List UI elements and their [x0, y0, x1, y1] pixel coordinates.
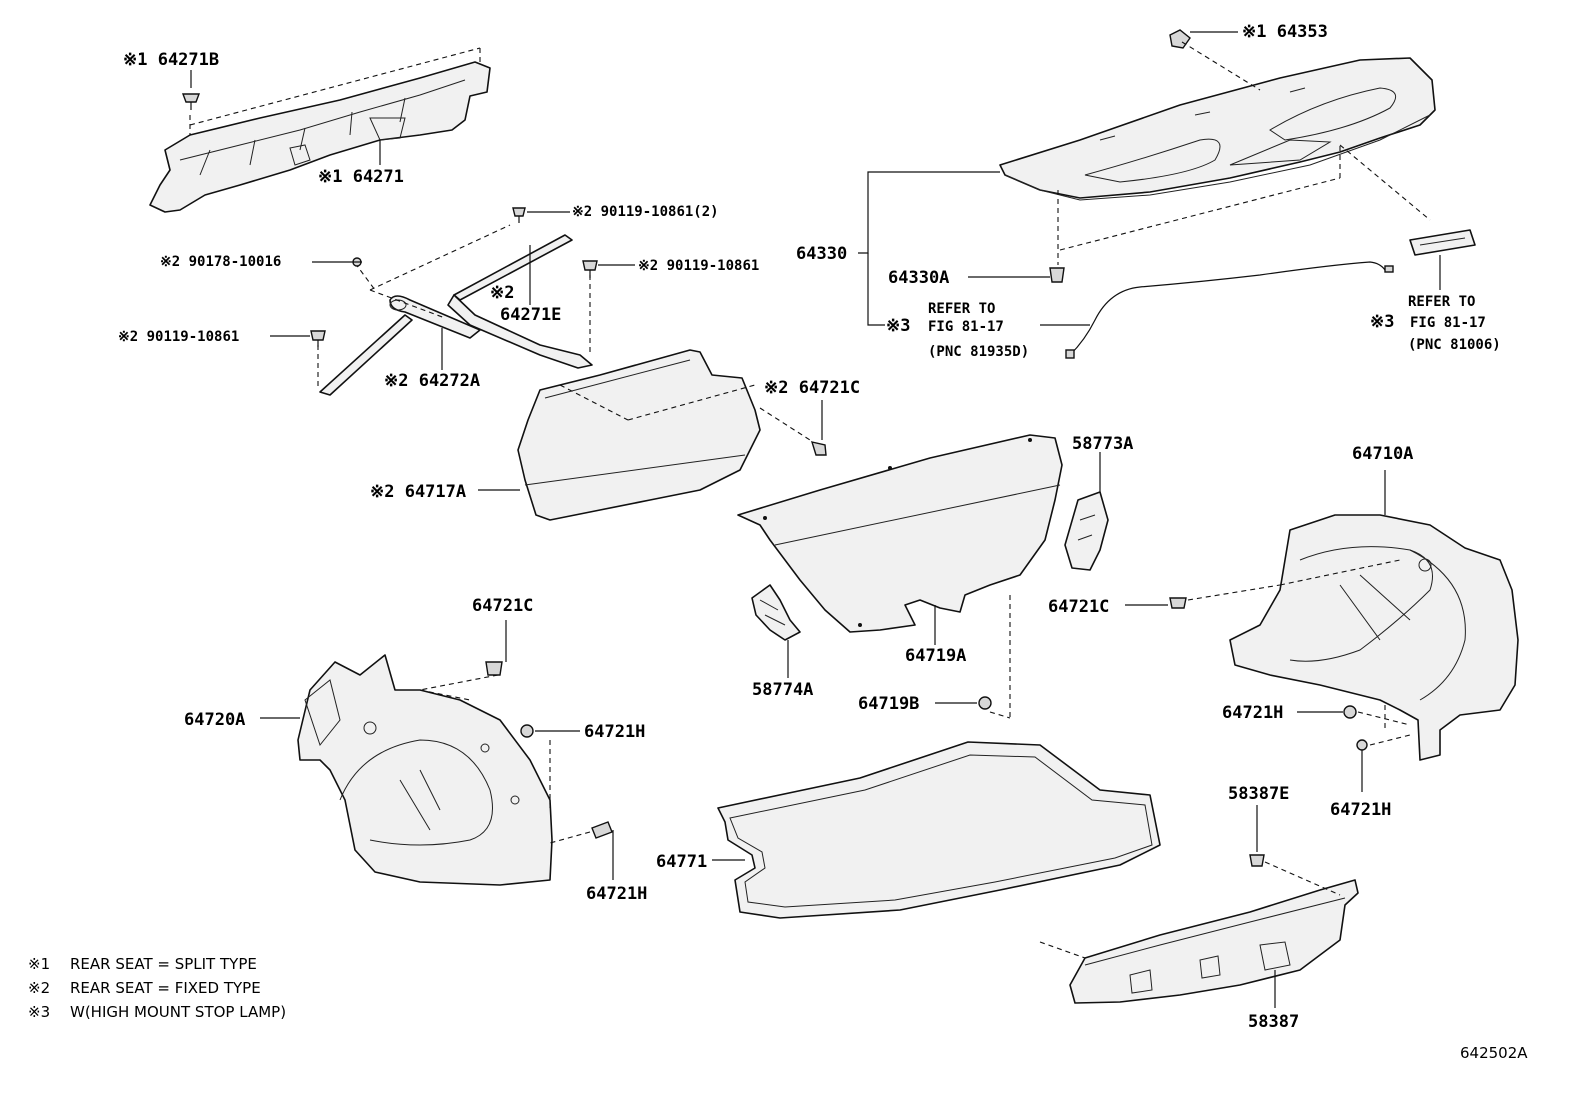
callout-64720A: 64720A [184, 710, 245, 730]
callout-64721H-left-2: 64721H [586, 884, 647, 904]
ref1-line3: (PNC 81935D) [928, 344, 1029, 360]
scuff-plate-58387 [1069, 879, 1359, 1004]
clip-64721H-left-1 [520, 724, 534, 738]
bolt-90119-10861-left [310, 330, 326, 347]
legend-text-3: W(HIGH MOUNT STOP LAMP) [70, 1003, 286, 1021]
ref2-line1: REFER TO [1408, 294, 1475, 310]
callout-64721C-right: 64721C [1048, 597, 1109, 617]
ref2-line3: (PNC 81006) [1408, 337, 1501, 353]
ref2-line2: FIG 81-17 [1410, 315, 1486, 331]
callout-90119-10861-right: ※2 90119-10861 [638, 258, 759, 274]
callout-90119-10861-2: ※2 90119-10861(2) [572, 204, 719, 220]
stop-lamp-81006 [1409, 229, 1476, 256]
callout-64717A: ※2 64717A [370, 482, 466, 502]
trunk-mat-64771 [717, 741, 1161, 919]
legend-text-2: REAR SEAT = FIXED TYPE [70, 979, 261, 997]
clip-64721H-right-1 [1343, 705, 1357, 719]
cover-64719A [737, 434, 1063, 633]
callout-64719A: 64719A [905, 646, 966, 666]
callout-64271: ※1 64271 [318, 167, 404, 187]
callout-64272A: ※2 64272A [384, 371, 480, 391]
clip-64721H-left-2 [591, 821, 613, 839]
legend-mark-1: ※1 [28, 955, 50, 973]
callout-64771: 64771 [656, 852, 707, 872]
legend: ※1 REAR SEAT = SPLIT TYPE ※2 REAR SEAT =… [28, 955, 286, 1021]
callout-64271E: 64271E [500, 305, 561, 325]
callout-58387E: 58387E [1228, 784, 1289, 804]
clip-64719B [978, 696, 992, 710]
clip-64353 [1169, 29, 1191, 49]
clip-64721C-top [810, 441, 827, 456]
side-trim-64720A [297, 654, 553, 886]
bolt-90119-10861-2 [512, 207, 526, 223]
callout-58774A: 58774A [752, 680, 813, 700]
callout-64721C-left: 64721C [472, 596, 533, 616]
callout-64330: 64330 [796, 244, 847, 264]
legend-mark-2: ※2 [28, 979, 50, 997]
part-64271-trim [149, 61, 491, 213]
side-trim-64710A [1229, 514, 1519, 761]
clip-58387E [1249, 854, 1265, 867]
callout-64721H-right-1: 64721H [1222, 703, 1283, 723]
ref2-mark: ※3 [1370, 312, 1394, 332]
callout-64710A: 64710A [1352, 444, 1413, 464]
clip-64330A [1049, 267, 1065, 283]
clip-64721H-right-2 [1356, 739, 1368, 751]
clip-64271B [181, 93, 201, 110]
package-tray-64330 [999, 57, 1436, 201]
callout-64353: ※1 64353 [1242, 22, 1328, 42]
callout-64721H-right-2: 64721H [1330, 800, 1391, 820]
clip-64721C-right [1169, 597, 1187, 609]
ref1-line2: FIG 81-17 [928, 319, 1004, 335]
callout-64721H-left-1: 64721H [584, 722, 645, 742]
wire-81935D [1065, 261, 1394, 359]
callout-58387: 58387 [1248, 1012, 1299, 1032]
clip-64721C-left [485, 661, 503, 676]
callout-64271E-mark: ※2 [490, 283, 514, 303]
bracket-64271E [447, 234, 593, 369]
callout-90178-10016: ※2 90178-10016 [160, 254, 281, 270]
bracket-58774A [751, 584, 801, 641]
bolt-90119-10861-right [582, 260, 598, 278]
diagram-code: 642502A [1460, 1044, 1528, 1062]
callout-58773A: 58773A [1072, 434, 1133, 454]
callout-64719B: 64719B [858, 694, 919, 714]
callout-64330A: 64330A [888, 268, 949, 288]
bracket-58773A [1064, 491, 1109, 571]
callout-64271B: ※1 64271B [123, 50, 219, 70]
panel-64717A [517, 349, 761, 521]
ref1-mark: ※3 [886, 316, 910, 336]
callout-64721C-top: ※2 64721C [764, 378, 860, 398]
legend-mark-3: ※3 [28, 1003, 50, 1021]
ref1-line1: REFER TO [928, 301, 995, 317]
callout-90119-10861-left: ※2 90119-10861 [118, 329, 239, 345]
bracket-64272A [319, 295, 481, 396]
legend-text-1: REAR SEAT = SPLIT TYPE [70, 955, 257, 973]
